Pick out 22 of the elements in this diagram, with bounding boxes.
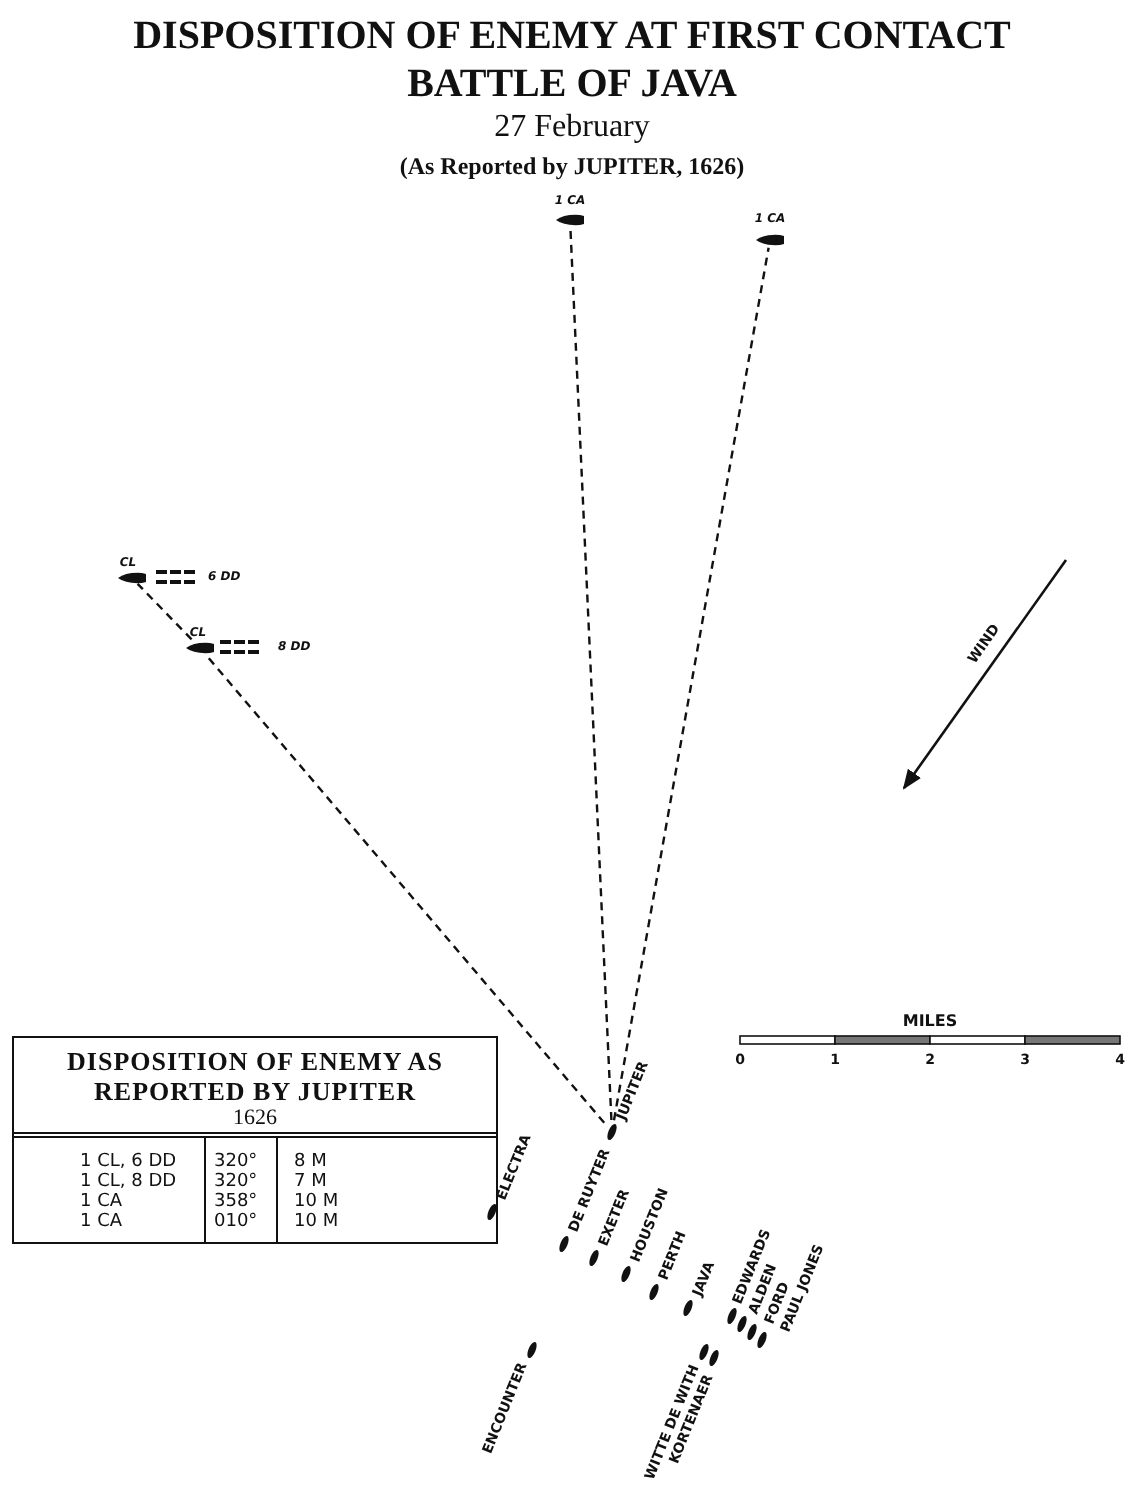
force-entry: 1 CA bbox=[80, 1214, 123, 1232]
bearing-line bbox=[136, 582, 193, 641]
date-subtitle: 27 February bbox=[492, 110, 652, 146]
bearing-value: 320° bbox=[214, 1174, 258, 1192]
distance-value: 10 M bbox=[294, 1194, 339, 1212]
scale-title: MILES bbox=[902, 1012, 958, 1030]
bearing-value: 358° bbox=[214, 1194, 258, 1212]
bearing-value: 320° bbox=[214, 1154, 258, 1172]
force-entry: 1 CL, 6 DD bbox=[80, 1154, 177, 1172]
bearing-line bbox=[204, 653, 606, 1124]
force-entry: 1 CA bbox=[80, 1194, 123, 1212]
table-title: DISPOSITION OF ENEMY AS REPORTED BY JUPITER bbox=[65, 1046, 445, 1106]
distance-value: 10 M bbox=[294, 1214, 339, 1232]
distance-value: 8 M bbox=[294, 1154, 327, 1172]
map-title: DISPOSITION OF ENEMY AT FIRST CONTACT BATTLE OF JAVA bbox=[131, 12, 1013, 108]
force-entry: 1 CL, 8 DD bbox=[80, 1174, 177, 1192]
bearing-line bbox=[569, 227, 613, 1121]
source-subtitle: (As Reported by JUPITER, 1626) bbox=[397, 152, 747, 182]
bearing-value: 010° bbox=[214, 1214, 258, 1232]
table-subtitle: 1626 bbox=[231, 1106, 279, 1130]
distance-value: 7 M bbox=[294, 1174, 327, 1192]
bearing-line bbox=[612, 247, 770, 1121]
